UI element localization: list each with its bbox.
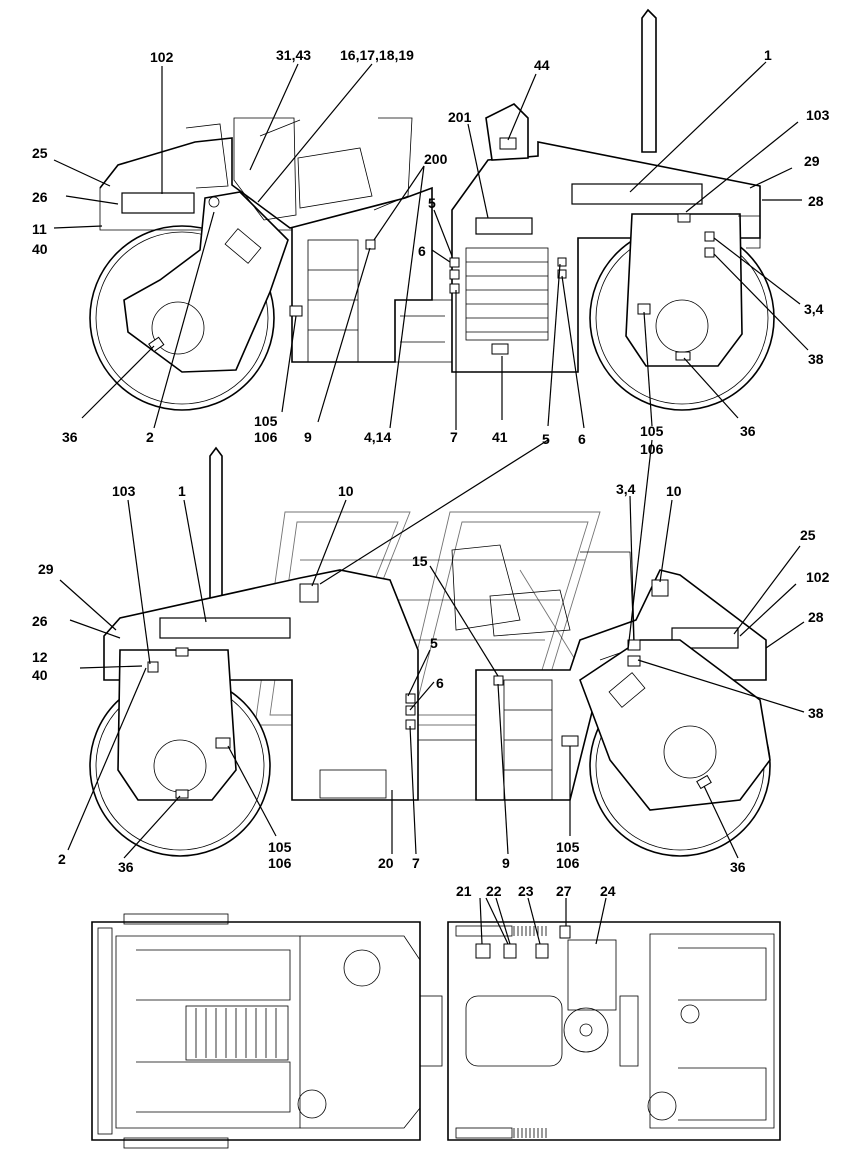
callout-label: 7 [412, 855, 420, 871]
callout-label: 23 [518, 883, 534, 899]
callout-label: 21 [456, 883, 472, 899]
callout-label: 10 [666, 483, 682, 499]
callout-label: 6 [578, 431, 586, 447]
callout-label: 4,14 [364, 429, 391, 445]
callout-label: 200 [424, 151, 448, 167]
callout-label: 5 [430, 635, 438, 651]
callout-label: 1 [764, 47, 772, 63]
exhaust-pipe-left [641, 8, 657, 153]
callout-label: 102 [806, 569, 830, 585]
top-view-cab-half [447, 921, 781, 1141]
callout-label: 20 [378, 855, 394, 871]
rear-plate-left [123, 191, 289, 373]
callout-label: 105 [254, 413, 278, 429]
callout-label: 106 [640, 441, 664, 457]
decal-201 [475, 217, 533, 235]
callout-label: 105 [556, 839, 580, 855]
callout-label: 11 [32, 221, 47, 237]
decal-1-left [571, 183, 703, 205]
decal-102-left [121, 192, 195, 214]
rear-plate-right [579, 639, 771, 811]
left-side-view [89, 8, 775, 411]
callout-label: 31,43 [276, 47, 311, 63]
callout-label: 25 [800, 527, 816, 543]
callout-label: 105 [268, 839, 292, 855]
callout-label: 2 [146, 429, 154, 445]
callout-label: 29 [38, 561, 54, 577]
callouts: 102 31,43 16,17,18,19 44 1 103 25 26 11 … [32, 47, 830, 899]
callout-label: 40 [32, 667, 48, 683]
callout-label: 6 [436, 675, 444, 691]
callout-label: 29 [804, 153, 820, 169]
callout-label: 36 [740, 423, 756, 439]
callout-label: 5 [542, 431, 550, 447]
callout-label: 106 [556, 855, 580, 871]
callout-label: 3,4 [804, 301, 824, 317]
callout-label: 25 [32, 145, 48, 161]
callout-label: 27 [556, 883, 572, 899]
right-side-view [89, 446, 771, 857]
callout-label: 28 [808, 193, 824, 209]
callout-label: 106 [254, 429, 278, 445]
callout-label: 12 [32, 649, 48, 665]
callout-label: 44 [534, 57, 550, 73]
callout-label: 36 [730, 859, 746, 875]
callout-label: 41 [492, 429, 508, 445]
callout-label: 6 [418, 243, 426, 259]
callout-label: 15 [412, 553, 428, 569]
callout-label: 3,4 [616, 481, 636, 497]
leader-lines [53, 61, 809, 945]
callout-label: 38 [808, 351, 824, 367]
callout-label: 10 [338, 483, 354, 499]
callout-label: 5 [428, 195, 436, 211]
callout-label: 28 [808, 609, 824, 625]
callout-label: 40 [32, 241, 48, 257]
callout-label: 9 [502, 855, 510, 871]
callout-label: 36 [118, 859, 134, 875]
decal-1-right [159, 617, 291, 639]
callout-label: 103 [112, 483, 136, 499]
callout-label: 26 [32, 189, 48, 205]
decal-102-right [671, 627, 739, 649]
callout-label: 201 [448, 109, 472, 125]
callout-label: 103 [806, 107, 830, 123]
callout-label: 38 [808, 705, 824, 721]
callout-label: 16,17,18,19 [340, 47, 414, 63]
callout-label: 36 [62, 429, 78, 445]
callout-label: 24 [600, 883, 616, 899]
callout-label: 22 [486, 883, 502, 899]
callout-label: 2 [58, 851, 66, 867]
callout-label: 7 [450, 429, 458, 445]
callout-label: 1 [178, 483, 186, 499]
top-view [91, 913, 781, 1149]
exhaust-pipe-right [209, 446, 223, 607]
callout-label: 106 [268, 855, 292, 871]
callout-label: 102 [150, 49, 174, 65]
front-plate-right [117, 649, 237, 801]
callout-label: 105 [640, 423, 664, 439]
front-plate-left [625, 213, 743, 367]
callout-label: 9 [304, 429, 312, 445]
callout-label: 26 [32, 613, 48, 629]
